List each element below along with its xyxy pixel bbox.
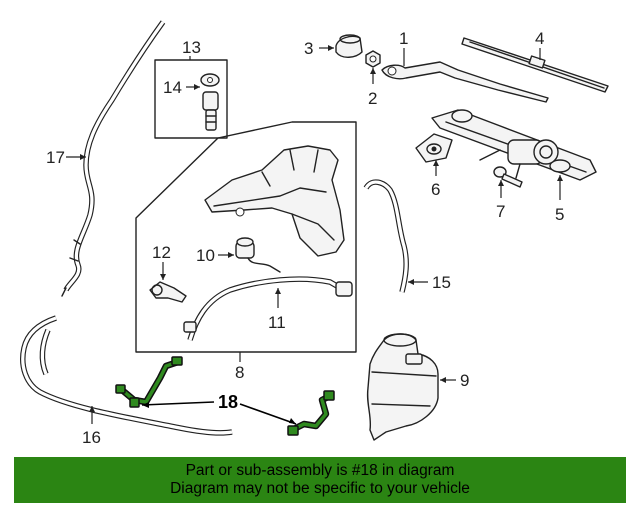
callout-8: 8 — [235, 363, 244, 382]
parts-diagram: 17 13 14 3 2 1 4 — [20, 20, 609, 447]
part-5-wiper-linkage — [431, 109, 597, 181]
banner-line-1: Part or sub-assembly is #18 in diagram — [185, 462, 455, 479]
callout-1: 1 — [399, 29, 408, 48]
callout-9: 9 — [460, 371, 469, 390]
callout-4: 4 — [535, 29, 544, 48]
part-7-bolt — [493, 166, 523, 188]
callout-11: 11 — [268, 313, 286, 332]
part-15-hose — [363, 179, 409, 293]
part-1-wiper-arm — [381, 61, 549, 103]
part-2-nut — [365, 50, 381, 68]
callout-6: 6 — [431, 180, 440, 199]
part-16-hose — [20, 315, 233, 436]
callout-18: 18 — [218, 392, 238, 412]
callout-15: 15 — [432, 273, 451, 292]
part-14-nozzle — [200, 73, 220, 131]
info-banner: Part or sub-assembly is #18 in diagram D… — [14, 457, 626, 503]
washer-reservoir — [204, 145, 345, 257]
part-18-harness-right[interactable] — [287, 390, 335, 436]
part-6-grommet — [415, 133, 453, 163]
part-3-cap — [335, 34, 363, 58]
leader-18-right — [239, 403, 297, 425]
part-10-pump — [235, 237, 281, 273]
part-8-assembly-outline — [135, 121, 357, 353]
callout-3: 3 — [304, 39, 313, 58]
part-18-harness-left[interactable] — [115, 356, 183, 408]
part-11-filler-neck — [183, 276, 353, 341]
banner-line-2: Diagram may not be specific to your vehi… — [170, 480, 470, 497]
callout-5: 5 — [555, 205, 564, 224]
callout-7: 7 — [496, 202, 505, 221]
callout-10: 10 — [196, 246, 215, 265]
callout-12: 12 — [152, 243, 171, 262]
part-12-level-sensor — [149, 281, 187, 303]
part-4-wiper-blade — [461, 37, 609, 93]
part-13-box — [154, 59, 228, 139]
part-9-reservoir — [366, 333, 439, 441]
part-17-washer-hose — [61, 20, 166, 297]
callout-2: 2 — [368, 89, 377, 108]
callout-16: 16 — [82, 428, 101, 447]
callout-17: 17 — [46, 148, 65, 167]
leader-18-left — [141, 401, 215, 406]
callout-14: 14 — [163, 78, 182, 97]
callout-13: 13 — [182, 38, 201, 57]
